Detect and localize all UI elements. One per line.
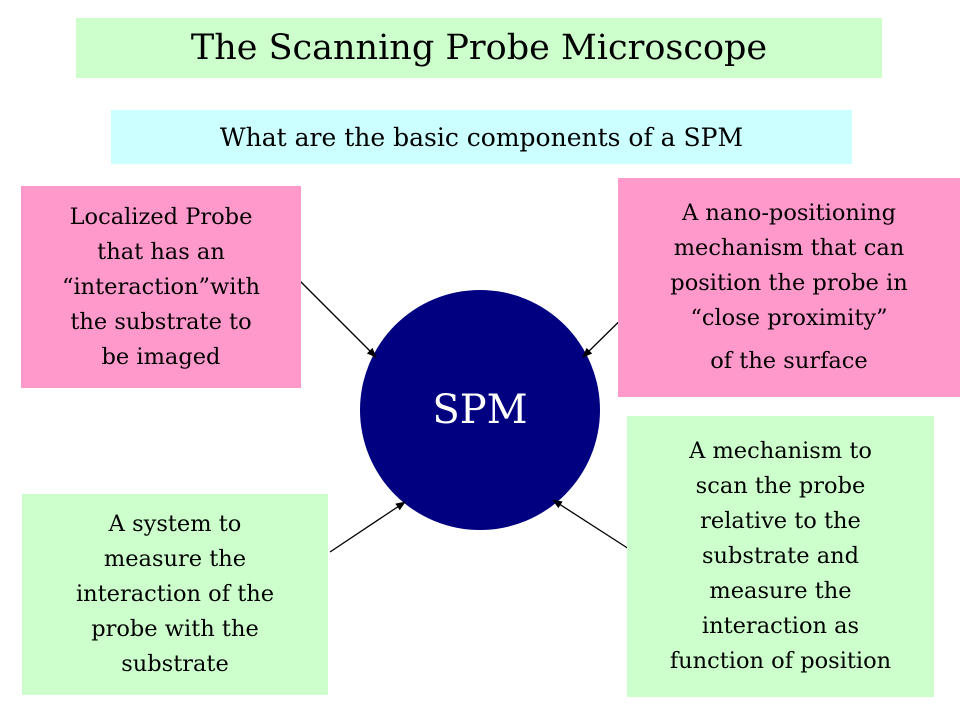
text-line: A nano-positioning [681,200,896,226]
probe-text: Localized Probe that has an “interaction… [62,200,260,375]
text-line: the substrate to [70,308,252,335]
text-line: interaction as [701,613,860,639]
text-line: relative to the [700,508,861,534]
text-line: measure the [103,546,247,572]
slide-subtitle: What are the basic components of a SPM [111,110,852,164]
text-line: mechanism that can [673,235,905,261]
text-line: A system to [108,511,242,537]
text-line: substrate and [701,543,860,569]
text-line: substrate [121,651,229,677]
slide-title: The Scanning Probe Microscope [76,18,882,78]
measure-box: A system to measure the interaction of t… [22,494,328,695]
positioning-tail-text: of the surface [710,348,868,374]
text-line: probe with the [91,616,259,642]
text-line: A mechanism to [689,438,872,464]
scan-box: A mechanism to scan the probe relative t… [627,416,934,697]
positioning-box: A nano-positioning mechanism that can po… [618,178,960,397]
text-line: that has an [97,238,225,265]
text-line: “interaction”with [61,273,261,300]
text-line: be imaged [101,343,221,370]
spm-label: SPM [432,387,528,433]
text-line: “close proximity” [690,305,888,331]
scan-text: A mechanism to scan the probe relative t… [670,434,891,679]
text-line: Localized Probe [69,203,253,230]
text-line: function of position [669,648,892,674]
text-line: position the probe in [670,270,908,296]
text-line: measure the [709,578,852,604]
probe-box: Localized Probe that has an “interaction… [21,186,301,388]
measure-text: A system to measure the interaction of t… [76,507,274,682]
text-line: scan the probe [695,473,866,499]
positioning-text: A nano-positioning mechanism that can po… [670,196,907,336]
text-line: interaction of the [75,581,275,607]
